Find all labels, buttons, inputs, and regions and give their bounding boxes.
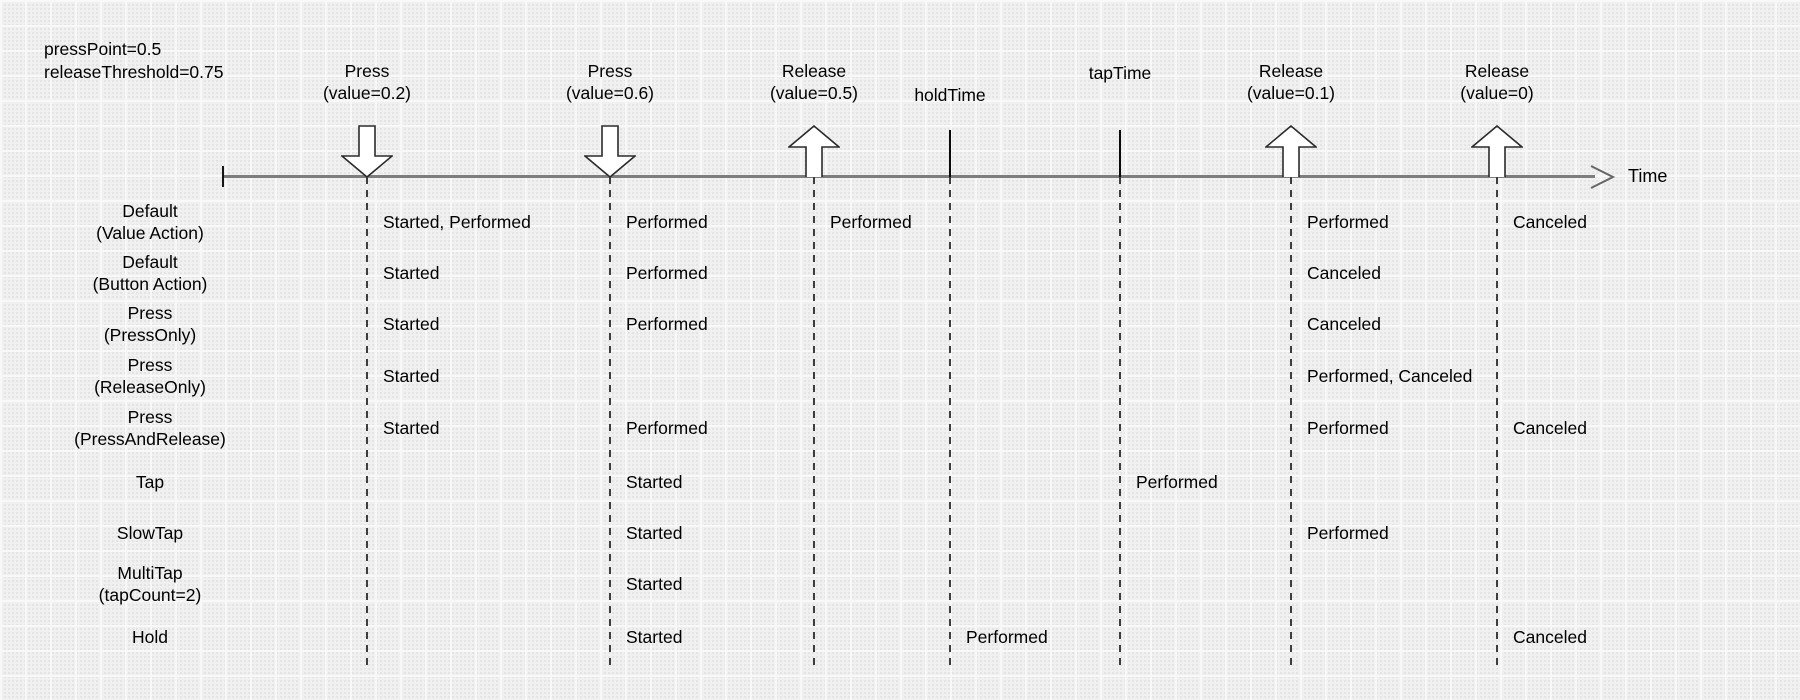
- state-label: Canceled: [1513, 627, 1587, 647]
- state-label: Performed: [626, 314, 708, 334]
- event-label-line: Release: [1258, 61, 1324, 81]
- event-label-hold-time: holdTime: [830, 84, 1070, 106]
- event-label-press-value-0-2: Press(value=0.2): [247, 60, 487, 104]
- row-label-tap: Tap: [0, 471, 300, 493]
- event-dashed-line-press-value-0-2: [366, 177, 368, 666]
- event-dashed-line-press-value-0-6: [609, 177, 611, 666]
- row-label-default-button-action: Default(Button Action): [0, 251, 300, 295]
- state-label: Started: [626, 574, 683, 594]
- time-axis-line: [223, 175, 1595, 178]
- state-label: Started: [383, 314, 440, 334]
- event-label-line: Press: [587, 61, 633, 81]
- row-label-line: (ReleaseOnly): [94, 377, 206, 397]
- row-label-line: Press: [127, 407, 173, 427]
- row-label-line: Press: [127, 355, 173, 375]
- state-label: Performed: [1307, 212, 1389, 232]
- state-label: Canceled: [1513, 212, 1587, 232]
- state-label: Performed: [626, 263, 708, 283]
- time-axis-label: Time: [1628, 166, 1668, 186]
- release-up-arrow-icon: [1471, 125, 1523, 177]
- state-label: Performed: [1307, 418, 1389, 438]
- press-point-note: pressPoint=0.5: [44, 39, 162, 59]
- event-label-release-value-0-1: Release(value=0.1): [1171, 60, 1411, 104]
- row-label-line: (Value Action): [96, 223, 204, 243]
- event-dashed-line-tap-time: [1119, 177, 1121, 666]
- release-up-arrow-icon: [1265, 125, 1317, 177]
- time-marker-tick-hold-time: [949, 130, 951, 177]
- press-down-arrow-icon: [341, 125, 393, 178]
- event-label-tap-time: tapTime: [1000, 62, 1240, 84]
- release-threshold-note: releaseThreshold=0.75: [44, 62, 224, 82]
- state-label: Canceled: [1513, 418, 1587, 438]
- state-label: Performed: [626, 418, 708, 438]
- state-label: Started: [383, 418, 440, 438]
- event-label-line: tapTime: [1088, 63, 1152, 83]
- event-label-line: holdTime: [914, 85, 986, 105]
- row-label-line: Default: [122, 252, 178, 272]
- row-label-press-pressonly: Press(PressOnly): [0, 302, 300, 346]
- state-label: Canceled: [1307, 263, 1381, 283]
- event-label-line: (value=0.1): [1246, 83, 1336, 103]
- press-down-arrow-icon: [584, 125, 636, 178]
- row-label-line: Press: [127, 303, 173, 323]
- row-label-line: (PressOnly): [103, 325, 197, 345]
- row-label-line: Hold: [132, 627, 168, 647]
- event-label-release-value-0-5: Release(value=0.5): [694, 60, 934, 104]
- event-dashed-line-release-value-0-5: [813, 177, 815, 666]
- event-dashed-line-hold-time: [949, 177, 951, 666]
- event-label-line: (value=0.2): [322, 83, 412, 103]
- release-up-arrow-icon: [788, 125, 840, 177]
- event-dashed-line-release-value-0-1: [1290, 177, 1292, 666]
- row-label-press-releaseonly: Press(ReleaseOnly): [0, 354, 300, 398]
- state-label: Performed: [830, 212, 912, 232]
- row-label-line: (PressAndRelease): [74, 429, 226, 449]
- state-label: Started: [383, 366, 440, 386]
- event-label-line: Release: [1464, 61, 1530, 81]
- event-dashed-line-release-value-0: [1496, 177, 1498, 666]
- state-label: Performed, Canceled: [1307, 366, 1473, 386]
- row-label-default-value-action: Default(Value Action): [0, 200, 300, 244]
- event-label-line: (value=0.5): [769, 83, 859, 103]
- row-label-slowtap: SlowTap: [0, 522, 300, 544]
- parameters-note: pressPoint=0.5 releaseThreshold=0.75: [44, 38, 224, 84]
- row-label-multitap: MultiTap(tapCount=2): [0, 562, 300, 606]
- row-label-line: Default: [122, 201, 178, 221]
- event-label-line: Release: [781, 61, 847, 81]
- event-label-line: Press: [344, 61, 390, 81]
- state-label: Performed: [966, 627, 1048, 647]
- state-label: Performed: [1136, 472, 1218, 492]
- event-label-press-value-0-6: Press(value=0.6): [490, 60, 730, 104]
- time-axis-start-tick: [222, 166, 224, 187]
- event-label-line: (value=0): [1460, 83, 1534, 103]
- row-label-line: (Button Action): [92, 274, 208, 294]
- row-label-line: (tapCount=2): [98, 585, 202, 605]
- state-label: Started: [626, 523, 683, 543]
- row-label-line: SlowTap: [116, 523, 184, 543]
- state-label: Started, Performed: [383, 212, 531, 232]
- state-label: Performed: [626, 212, 708, 232]
- row-label-line: MultiTap: [117, 563, 183, 583]
- time-axis-arrowhead-icon: [1590, 165, 1616, 189]
- row-label-hold: Hold: [0, 626, 300, 648]
- row-label-line: Tap: [135, 472, 165, 492]
- event-label-line: (value=0.6): [565, 83, 655, 103]
- state-label: Started: [383, 263, 440, 283]
- state-label: Started: [626, 472, 683, 492]
- state-label: Started: [626, 627, 683, 647]
- state-label: Canceled: [1307, 314, 1381, 334]
- event-label-release-value-0: Release(value=0): [1377, 60, 1617, 104]
- state-label: Performed: [1307, 523, 1389, 543]
- row-label-press-pressandrelease: Press(PressAndRelease): [0, 406, 300, 450]
- time-marker-tick-tap-time: [1119, 130, 1121, 177]
